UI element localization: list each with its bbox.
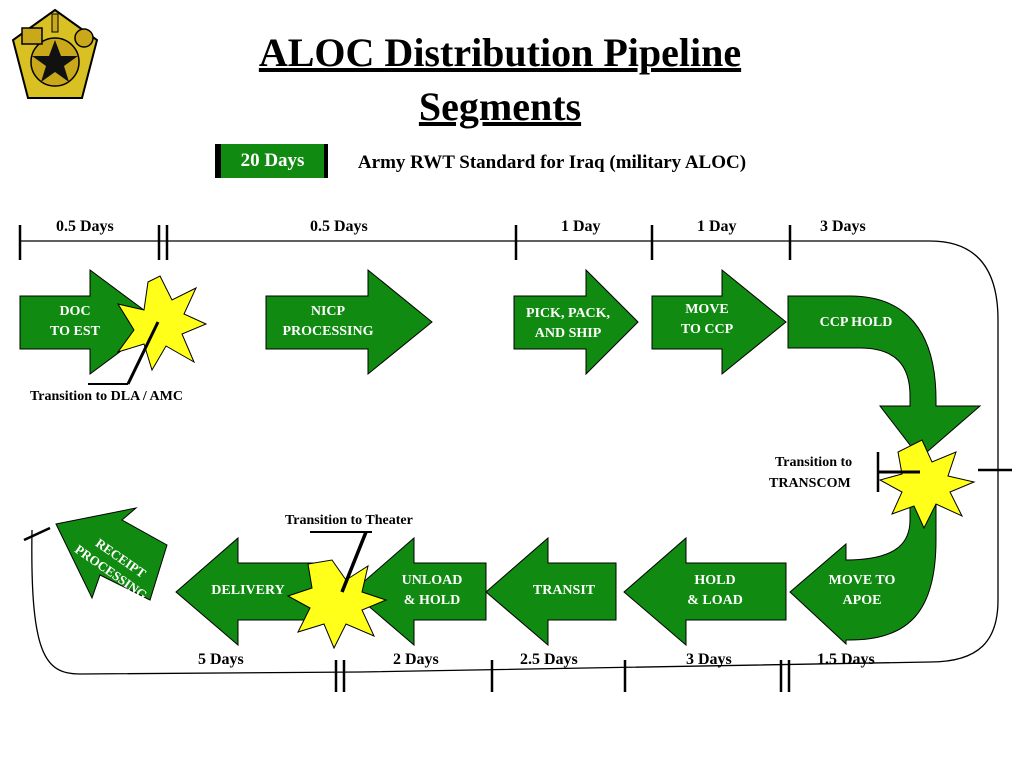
move-to-apoe-arrow [789, 479, 937, 646]
bottom-days-hold-load: 3 Days [686, 651, 732, 668]
transcom-transition-burst [878, 439, 976, 530]
insignia-logo [11, 8, 99, 99]
top-time-axis [18, 225, 792, 260]
transit-arrow [485, 536, 617, 647]
bottom-days-delivery: 5 Days [198, 651, 244, 668]
delivery-label: DELIVERY [211, 583, 285, 598]
bottom-time-axis [334, 660, 791, 692]
ccp-hold-arrow [787, 295, 982, 459]
bottom-days-apoe: 1.5 Days [817, 651, 875, 668]
top-days-nicp: 0.5 Days [310, 218, 368, 235]
theater-pointer [310, 531, 372, 593]
bottom-days-transit: 2.5 Days [520, 651, 578, 668]
doc-to-est-label: DOC TO EST [50, 304, 100, 339]
move-to-ccp-label: MOVE TO CCP [680, 302, 734, 337]
transcom-transition-label: Transition to [775, 455, 853, 470]
theater-transition-label: Transition to Theater [285, 513, 413, 528]
pipeline-loop-line [31, 240, 999, 675]
top-days-ccp-hold: 3 Days [820, 218, 866, 235]
standard-caption: Army RWT Standard for Iraq (military ALO… [357, 152, 747, 173]
dla-transition-label: Transition to DLA / AMC [30, 389, 183, 404]
unload-and-hold-label: UNLOAD & HOLD [401, 573, 463, 608]
page-title-line2: Segments [418, 84, 582, 129]
nicp-processing-label: NICP PROCESSING [282, 304, 374, 339]
top-days-pick: 1 Day [561, 218, 601, 235]
ccp-hold-label: CCP HOLD [819, 315, 893, 330]
unload-and-hold-arrow [351, 536, 487, 647]
bottom-days-unload: 2 Days [393, 651, 439, 668]
theater-transition-burst [286, 559, 388, 650]
transit-label: TRANSIT [532, 583, 596, 598]
top-days-move-ccp: 1 Day [697, 218, 737, 235]
pick-pack-ship-label: PICK, PACK, AND SHIP [525, 306, 611, 341]
hold-and-load-label: HOLD & LOAD [687, 573, 743, 608]
total-days-badge: 20 Days [221, 144, 324, 178]
nicp-processing-arrow [265, 268, 433, 376]
dla-transition-burst [116, 275, 208, 372]
move-to-apoe-label: MOVE TO APOE [828, 573, 896, 608]
hold-and-load-arrow [623, 536, 787, 647]
dla-pointer [88, 321, 160, 385]
receipt-processing-arrow [55, 507, 168, 601]
top-days-doc: 0.5 Days [56, 218, 114, 235]
page-title: ALOC Distribution Pipeline [258, 30, 742, 75]
transcom-transition-label-line2: TRANSCOM [769, 476, 851, 491]
pick-pack-ship-arrow [513, 268, 639, 376]
move-to-ccp-arrow [651, 268, 787, 376]
receipt-tick [23, 526, 51, 542]
transcom-pointer [876, 452, 920, 492]
